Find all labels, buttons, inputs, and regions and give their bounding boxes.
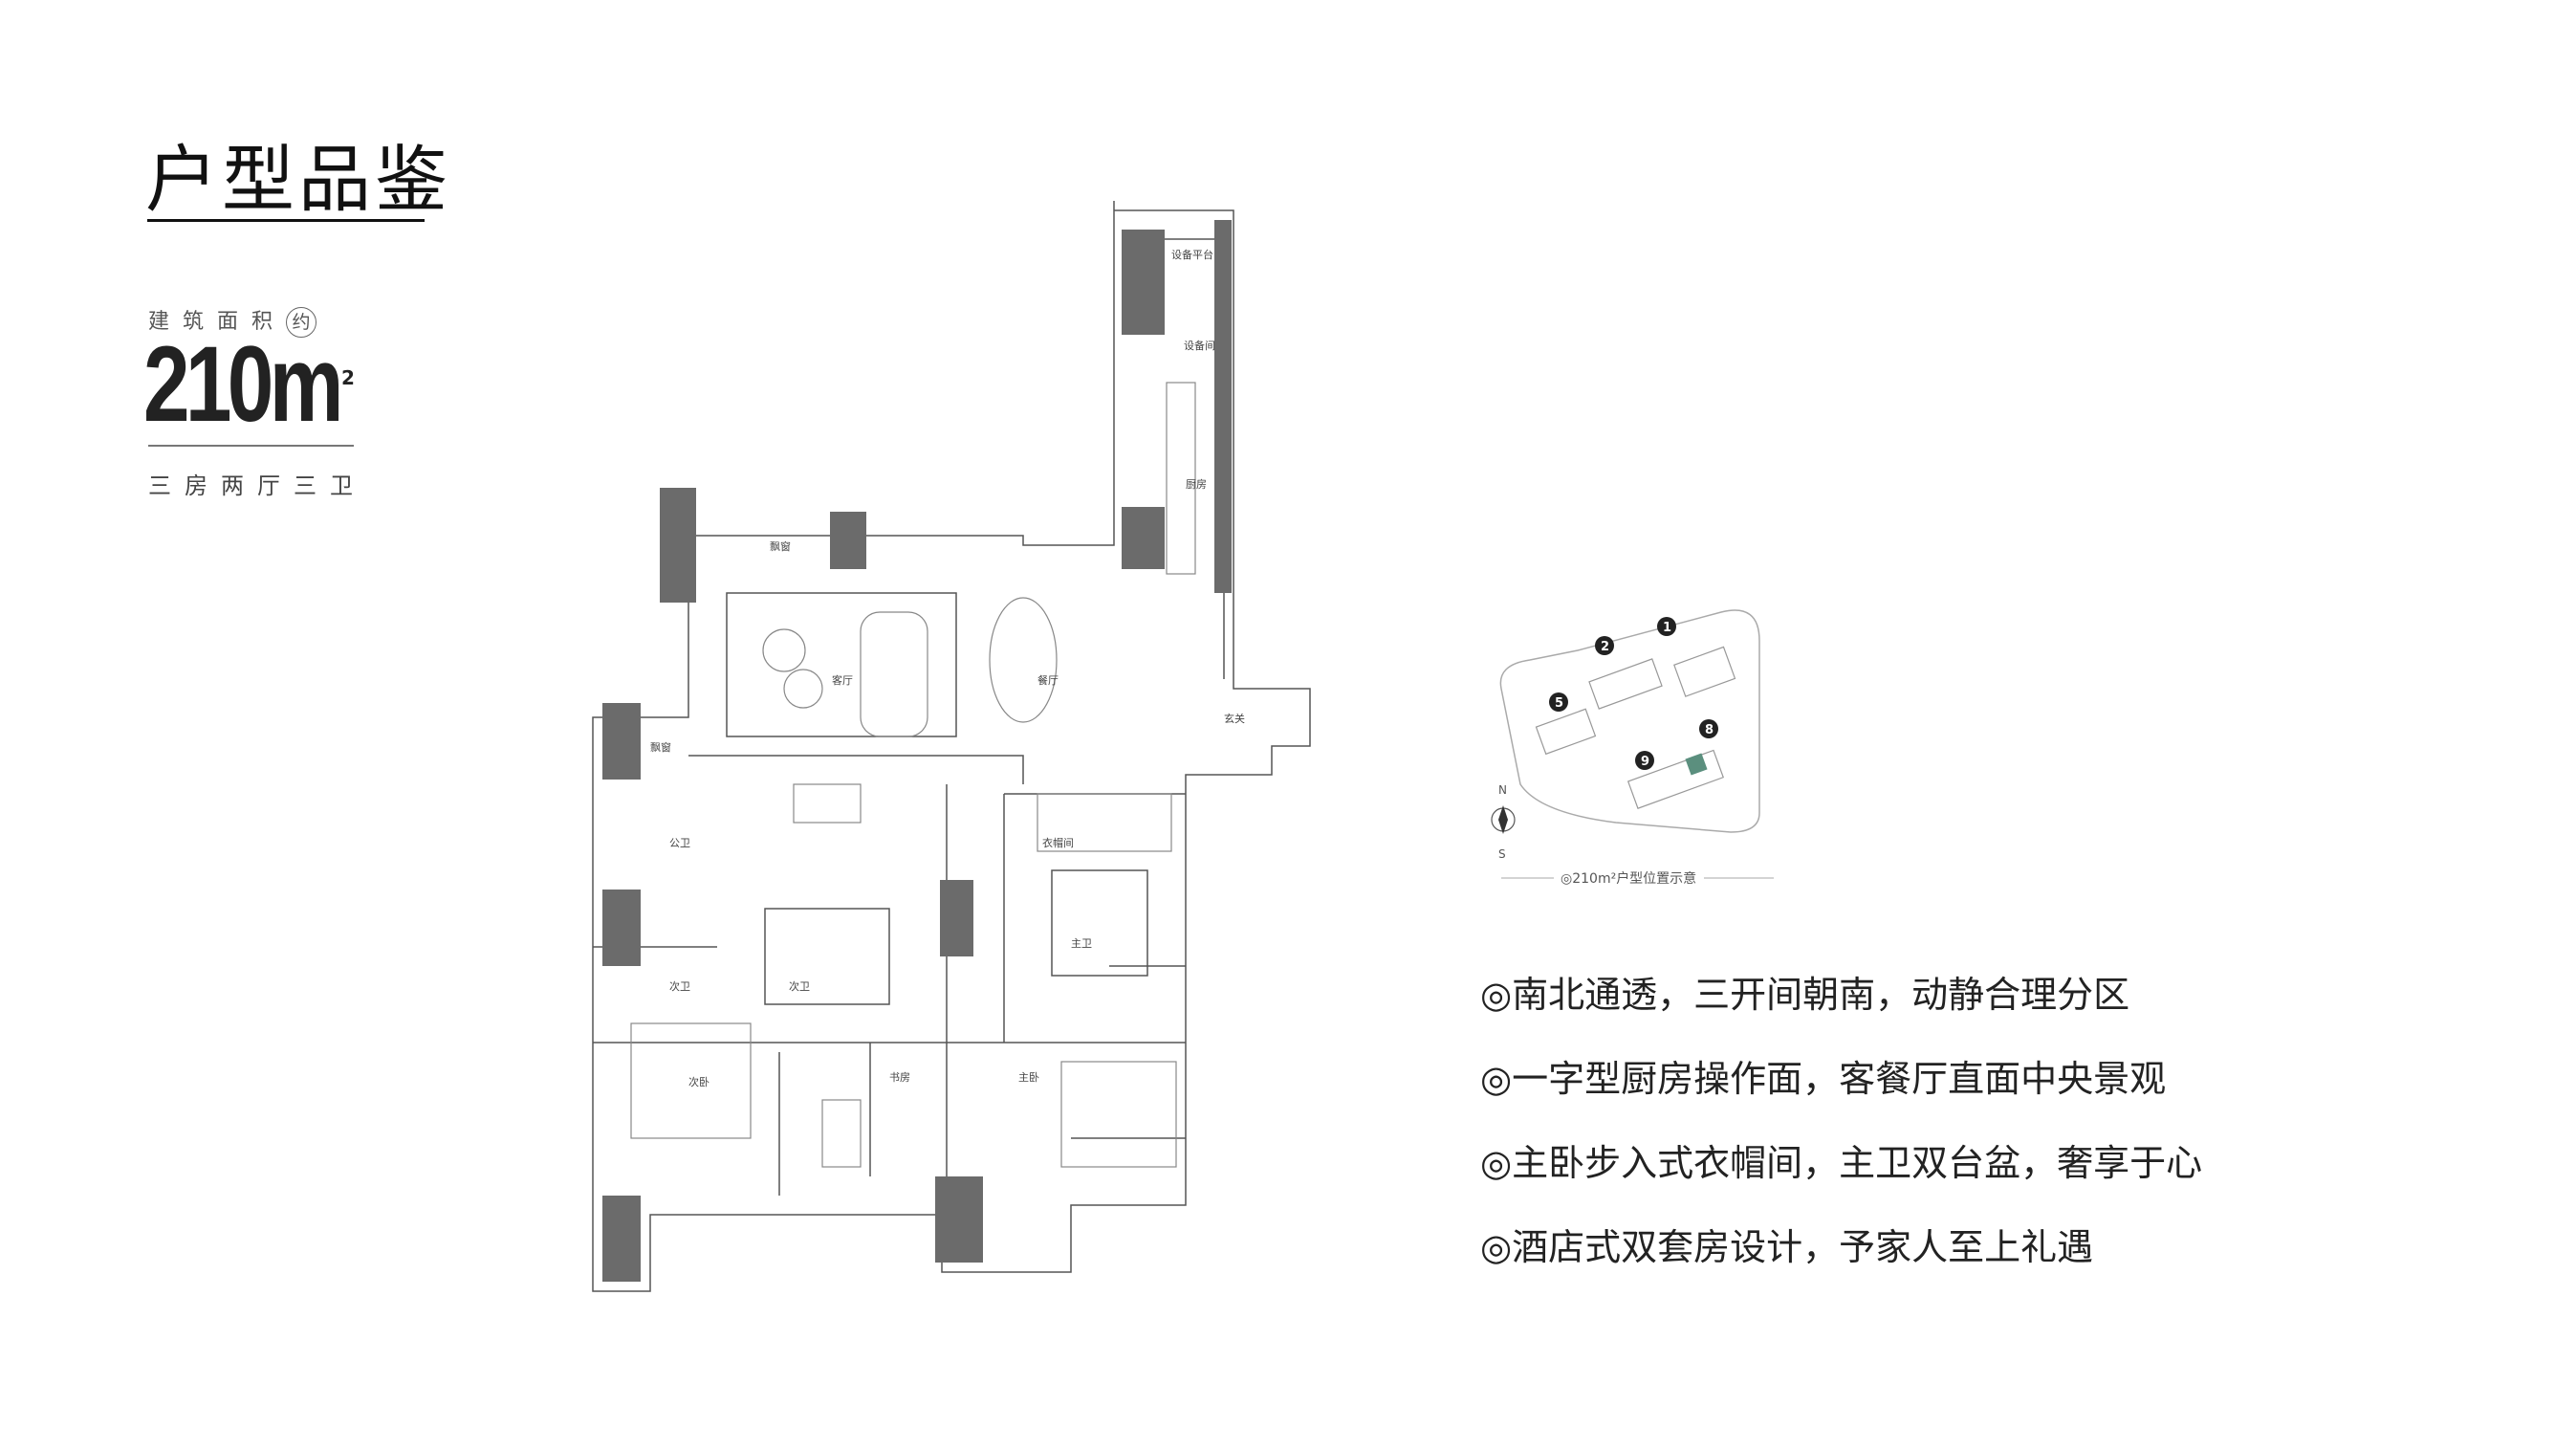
compass-north: N bbox=[1498, 783, 1507, 797]
room-label: 次卫 bbox=[669, 979, 690, 993]
feature-item: ◎酒店式双套房设计，予家人至上礼遇 bbox=[1480, 1226, 2094, 1268]
room-label: 客厅 bbox=[832, 673, 853, 687]
room-label: 次卫 bbox=[789, 979, 810, 993]
area-unit-superscript: 2 bbox=[341, 366, 355, 389]
area-value: 210m bbox=[143, 324, 343, 444]
feature-item: ◎南北通透，三开间朝南，动静合理分区 bbox=[1480, 974, 2130, 1016]
room-label: 餐厅 bbox=[1037, 673, 1059, 687]
highlighted-unit bbox=[1685, 753, 1708, 776]
room-label: 主卫 bbox=[1071, 937, 1092, 950]
area-label: 建筑面积约 bbox=[148, 304, 317, 338]
room-label: 衣帽间 bbox=[1042, 836, 1074, 849]
compass: N S bbox=[1491, 783, 1516, 861]
room-labels: 设备平台 设备间 厨房 飘窗 客厅 餐厅 玄关 飘窗 公卫 衣帽间 主卫 次卫 … bbox=[650, 248, 1245, 1088]
room-label: 设备平台 bbox=[1171, 248, 1213, 261]
room-label: 厨房 bbox=[1186, 478, 1207, 491]
room-label: 飘窗 bbox=[770, 539, 791, 553]
building-5-label: 5 bbox=[1555, 696, 1563, 711]
layout-type: 三房两厅三卫 bbox=[148, 472, 366, 499]
feature-item: ◎主卧步入式衣帽间，主卫双台盆，奢享于心 bbox=[1480, 1142, 2203, 1184]
site-plan-caption: ◎210m²户型位置示意 bbox=[1561, 870, 1696, 887]
page-title: 户型品鉴 bbox=[145, 137, 451, 222]
area-label-text: 建筑面积 bbox=[148, 310, 287, 334]
room-label: 主卧 bbox=[1018, 1071, 1039, 1084]
room-label: 书房 bbox=[889, 1071, 910, 1084]
room-label: 飘窗 bbox=[650, 740, 671, 754]
title-underline bbox=[147, 219, 425, 222]
room-label: 设备间 bbox=[1184, 339, 1215, 352]
area-divider bbox=[148, 445, 354, 447]
building-2-label: 2 bbox=[1601, 640, 1609, 654]
approx-badge: 约 bbox=[286, 307, 317, 338]
columns bbox=[602, 220, 1232, 1282]
building-8-label: 8 bbox=[1705, 723, 1714, 737]
floor-plan: 设备平台 设备间 厨房 飘窗 客厅 餐厅 玄关 飘窗 公卫 衣帽间 主卫 次卫 … bbox=[592, 201, 1311, 1292]
site-boundary bbox=[1499, 609, 1760, 833]
compass-south: S bbox=[1498, 847, 1506, 861]
site-plan: 1 2 5 8 9 N S ◎210m²户型位置示意 bbox=[1491, 609, 1774, 887]
feature-list: ◎南北通透，三开间朝南，动静合理分区 ◎一字型厨房操作面，客餐厅直面中央景观 ◎… bbox=[1480, 966, 2202, 1303]
room-label: 次卧 bbox=[688, 1075, 709, 1088]
feature-item: ◎一字型厨房操作面，客餐厅直面中央景观 bbox=[1480, 1058, 2167, 1100]
room-label: 玄关 bbox=[1224, 712, 1245, 725]
room-label: 公卫 bbox=[669, 837, 690, 849]
building-1-label: 1 bbox=[1663, 621, 1671, 635]
building-9-label: 9 bbox=[1641, 755, 1649, 769]
